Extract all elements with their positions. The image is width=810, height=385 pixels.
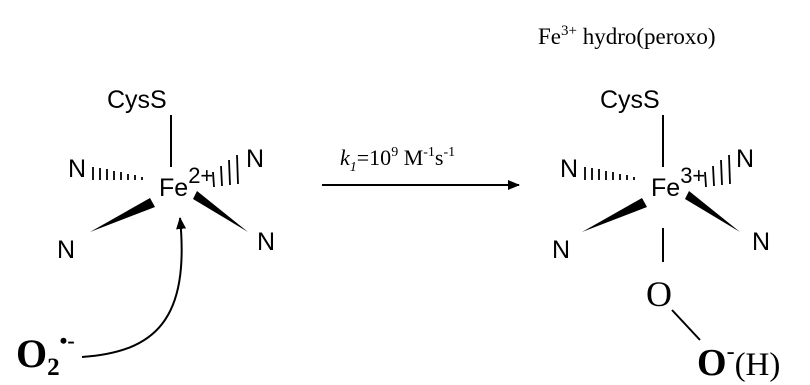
product-fe-label: Fe3+	[651, 163, 705, 202]
product-complex: CysS Fe3+ N N N N O O-(H)	[552, 86, 780, 384]
reactant-hashed-bond-left	[92, 167, 143, 180]
product-o-o-bond	[671, 309, 701, 341]
product-hashed-bond-left	[584, 167, 635, 180]
product-cyss-label: CysS	[600, 86, 660, 114]
reactant-cyss-label: CysS	[107, 86, 167, 114]
reactant-n-lower-right: N	[257, 228, 275, 256]
product-n-upper-left: N	[560, 155, 578, 183]
product-wedge-bond-left	[582, 198, 647, 232]
product-n-upper-right: N	[736, 145, 754, 173]
superoxide-label: O2•-	[16, 328, 75, 381]
reactant-complex: CysS Fe2+ N N N N	[57, 86, 275, 264]
product-hashed-bond-right	[704, 154, 731, 188]
product-n-lower-left: N	[552, 236, 570, 264]
product-n-lower-right: N	[752, 228, 770, 256]
reactant-wedge-bond-right	[193, 191, 248, 232]
reactant-wedge-bond-left	[90, 198, 155, 232]
rate-constant-label: k1=109 M-1s-1	[340, 145, 455, 175]
reactant-hashed-bond-right	[212, 154, 239, 188]
product-wedge-bond-right	[685, 191, 740, 232]
reactant-n-upper-left: N	[68, 155, 86, 183]
product-distal-oxygen: O-(H)	[697, 339, 780, 384]
reactant-fe-label: Fe2+	[159, 163, 213, 202]
reactant-n-lower-left: N	[57, 236, 75, 264]
product-title: Fe3+ hydro(peroxo)	[538, 23, 716, 49]
curved-attack-arrow	[81, 217, 187, 358]
reactant-n-upper-right: N	[246, 145, 264, 173]
product-proximal-oxygen: O	[646, 274, 672, 314]
